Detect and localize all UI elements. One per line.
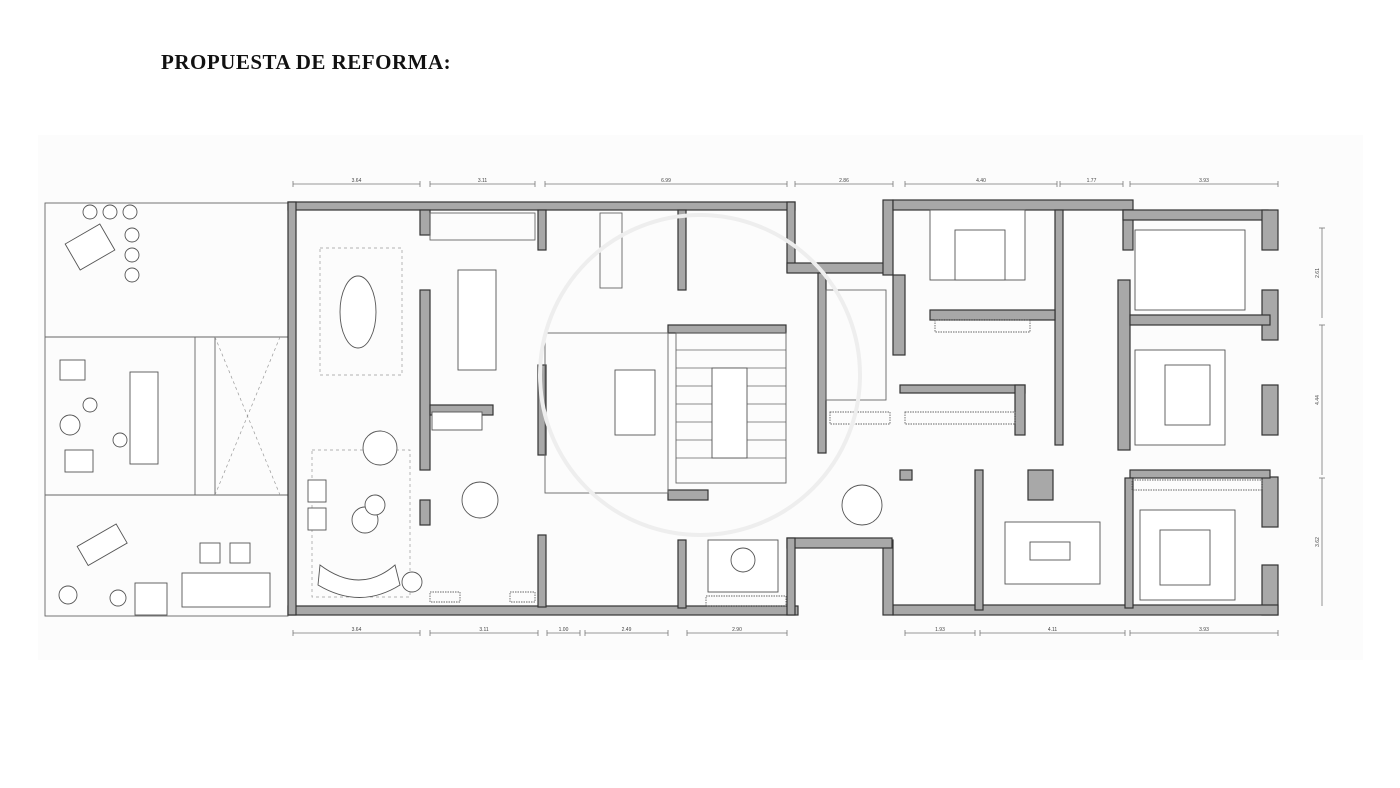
bottom-dimension-label: 1.00 [559, 627, 569, 633]
terrace [44, 202, 289, 617]
bottom-dimension-label: 3.64 [352, 627, 362, 633]
top-dimension-label: 2.86 [839, 178, 849, 184]
right-dimension-label: 2.61 [1315, 268, 1321, 278]
top-dimension-label: 3.93 [1199, 178, 1209, 184]
plan-title: PROPUESTA DE REFORMA: [161, 50, 452, 74]
watermark-logo [538, 213, 862, 537]
top-dimension-label: 3.11 [478, 178, 488, 184]
bottom-dimension-label: 2.90 [732, 627, 742, 633]
right-dimension-label: 4.44 [1315, 395, 1321, 405]
bottom-dimension-label: 3.93 [1199, 627, 1209, 633]
top-dimension-label: 4.40 [976, 178, 986, 184]
dimension-lines: 3.64 3.11 6.99 2.86 4.40 1.77 3.93 3.64 3.11 1.00… [292, 178, 1325, 636]
top-dimension-label: 6.99 [661, 178, 671, 184]
furniture [307, 209, 1263, 607]
top-dimension-label: 1.77 [1087, 178, 1097, 184]
right-dimension-label: 3.62 [1315, 537, 1321, 547]
top-dimension-label: 3.64 [352, 178, 362, 184]
bottom-dimension-label: 1.93 [935, 627, 945, 633]
bottom-dimension-label: 3.11 [479, 627, 489, 633]
bottom-dimension-label: 4.11 [1048, 627, 1058, 633]
bottom-dimension-label: 2.49 [622, 627, 632, 633]
